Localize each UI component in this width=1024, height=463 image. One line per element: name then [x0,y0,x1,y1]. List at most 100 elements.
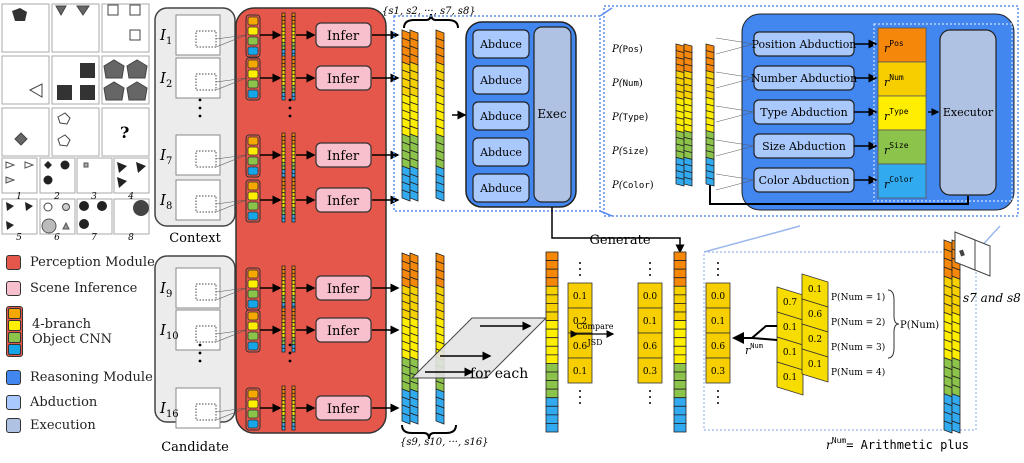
vector-cell [545,320,559,330]
vector-cell [281,206,286,212]
vector-cell [673,380,687,390]
prob-group-label: P(Num) [900,320,939,331]
vector-cell [291,336,296,342]
attribute-abduction-label: Number Abduction [751,72,857,85]
probability-value: 0.0 [643,292,658,302]
infer-label: Infer [327,324,360,339]
vector-cell [281,283,286,289]
state-vector [435,29,445,202]
vector-cell [281,184,286,190]
vector-cell [401,412,411,425]
vector-cell [673,285,687,296]
vector-cell [291,177,296,183]
vector-cell [291,45,296,51]
vector-cell [281,92,286,97]
vector-cell [281,30,286,36]
abduce-box [472,101,530,131]
vector-cell [281,41,286,47]
vector-cell [291,265,296,271]
legend-abduction: Abduction [6,395,97,410]
vector-cell [291,403,296,409]
vector-cell [281,88,286,94]
vector-cell [291,400,296,405]
infer-box [315,187,372,213]
vector-cell [291,92,296,97]
panel-thumbnail [175,179,221,221]
rules-region [873,23,1013,202]
vector-cell [291,88,296,94]
vector-cell [281,16,286,21]
vector-cell [281,217,286,223]
vector-cell [545,311,559,321]
vector-cell [281,203,286,208]
infer-label: Infer [327,282,360,297]
vector-cell [291,418,296,424]
prob-label: P(Type) [611,112,648,123]
probability-value: 0.1 [783,323,797,333]
abduction-swatch [6,395,21,410]
vector-cell [291,34,296,40]
vector-cell [545,294,559,304]
vector-cell [281,136,286,141]
answer-label: 5 [16,233,22,240]
vector-cell [291,407,296,413]
for-each-label: for each [470,366,528,382]
probability-value: 0.2 [808,335,822,345]
object-cnn [245,57,261,101]
vector-cell [291,195,296,201]
vector-cell [291,172,296,178]
vector-cell [281,169,286,174]
object-cnn [245,179,261,223]
vector-cell [673,397,687,407]
vector-cell [943,420,953,434]
vector-cell [281,70,286,75]
infer-label: Infer [327,149,360,164]
vector-cell [281,84,286,90]
attribute-abduction-label: Position Abduction [752,38,857,51]
vector-cell [675,176,685,187]
vector-cell [545,303,559,313]
prob-label: P(Size) [611,146,648,157]
infer-label: Infer [327,402,360,417]
abduce-box [472,65,530,95]
vector-cell [281,158,286,163]
vector-cell [291,184,296,190]
pentagon-shape [12,8,27,21]
perception-swatch [6,255,21,270]
vector-cell [673,320,687,330]
top-brace [403,13,459,29]
vector-cell [281,192,286,197]
vector-cell [291,307,296,313]
vector-cell [291,147,296,152]
vector-cell [291,154,296,160]
panel-thumbnail [175,387,221,429]
vector-cell [545,251,559,261]
legend-label: Perception Module [30,255,155,270]
vector-cell [291,298,296,304]
vector-cell [281,210,286,216]
vector-cell [291,165,296,171]
vector-cell [281,276,286,282]
legend-label: Abduction [30,395,98,410]
vector-cell [281,407,286,413]
probability-value: 0.1 [808,285,822,295]
vector-cell [281,336,286,342]
answer-label: 4 [127,192,134,202]
s7-s8-panels-icon [954,231,991,277]
vector-cell [281,172,286,178]
vector-cell [281,62,286,68]
vector-cell [291,77,296,83]
vector-cell [291,206,296,212]
vector-cell [281,81,286,86]
vector-cell [281,27,286,32]
legend-label: Scene Inference [30,281,138,296]
vector-cell [673,277,687,287]
vector-cell [673,423,687,433]
vector-cell [291,411,296,416]
vector-cell [281,333,286,338]
vector-cell [291,333,296,338]
vector-cell [281,287,286,293]
vector-cell [401,189,411,202]
vector-cell [291,55,296,61]
